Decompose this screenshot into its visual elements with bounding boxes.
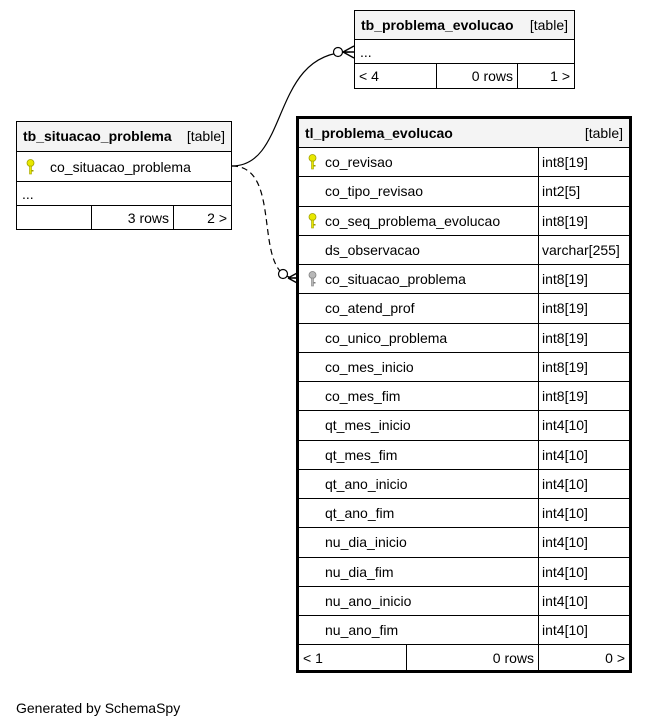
column-type: int8[19]: [542, 358, 588, 375]
column-row: nu_dia_fim int4[10]: [299, 557, 629, 587]
table-footer: 3 rows 2 >: [17, 206, 231, 229]
footer-children: 1 >: [550, 68, 570, 84]
column-row: co_situacao_problema int8[19]: [299, 265, 629, 295]
column-name: co_atend_prof: [325, 300, 415, 317]
column-name: qt_ano_inicio: [325, 475, 408, 492]
column-type: int4[10]: [542, 475, 588, 492]
footer-rows: 3 rows: [127, 209, 169, 226]
column-type: int4[10]: [542, 563, 588, 580]
column-row: nu_ano_fim int4[10]: [299, 616, 629, 646]
column-row: ds_observacao varchar[255]: [299, 235, 629, 265]
table-name: tb_situacao_problema: [23, 128, 172, 144]
column-type: int4[10]: [542, 505, 588, 522]
column-type: int8[19]: [542, 212, 588, 229]
column-row: co_atend_prof int8[19]: [299, 294, 629, 324]
table-tb-situacao-problema[interactable]: tb_situacao_problema [table] co_situacao…: [16, 121, 232, 230]
footer-rows: 0 rows: [471, 68, 513, 84]
column-row: co_mes_fim int8[19]: [299, 382, 629, 412]
table-kind: [table]: [529, 17, 568, 33]
link-crow-foot: [342, 45, 355, 59]
table-tb-problema-evolucao[interactable]: tb_problema_evolucao [table] ... < 4 0 r…: [354, 10, 575, 89]
footer-children: 2 >: [207, 209, 227, 226]
column-name: nu_ano_fim: [325, 622, 399, 639]
columns-placeholder-row: ...: [355, 40, 574, 64]
column-row: co_seq_problema_evolucao int8[19]: [299, 206, 629, 236]
column-row: co_situacao_problema: [17, 152, 231, 182]
primary-key-icon: [308, 154, 317, 170]
primary-key-icon: [26, 158, 35, 174]
generated-by-text: Generated by SchemaSpy: [16, 700, 181, 716]
primary-key-icon: [308, 212, 317, 228]
footer-parents: < 4: [359, 68, 379, 84]
link-situacao-to-problema-evolucao: [231, 51, 351, 167]
columns-placeholder: ...: [22, 185, 34, 202]
column-type: int4[10]: [542, 417, 588, 434]
column-name: qt_ano_fim: [325, 505, 395, 522]
column-row: qt_ano_fim int4[10]: [299, 499, 629, 529]
column-row: nu_dia_inicio int4[10]: [299, 528, 629, 558]
column-name: nu_dia_inicio: [325, 534, 407, 551]
table-footer: < 1 0 rows 0 >: [299, 645, 629, 670]
column-type: int4[10]: [542, 534, 588, 551]
column-name: co_seq_problema_evolucao: [325, 212, 501, 229]
table-header: tl_problema_evolucao [table]: [299, 119, 629, 148]
column-name: co_situacao_problema: [325, 271, 466, 288]
column-row: qt_mes_inicio int4[10]: [299, 411, 629, 441]
column-name: co_mes_inicio: [325, 358, 414, 375]
column-name: nu_ano_inicio: [325, 592, 412, 609]
column-type: int8[19]: [542, 300, 588, 317]
link-optional-circle: [277, 268, 289, 280]
column-row: qt_mes_fim int4[10]: [299, 440, 629, 470]
column-type: varchar[255]: [542, 241, 620, 258]
table-name: tb_problema_evolucao: [361, 17, 514, 33]
table-kind: [table]: [186, 128, 225, 144]
column-type: int8[19]: [542, 388, 588, 405]
table-kind: [table]: [584, 125, 623, 141]
column-name: qt_mes_inicio: [325, 417, 411, 434]
column-name: co_situacao_problema: [50, 158, 191, 175]
footer-parents: < 1: [303, 649, 323, 666]
column-name: ds_observacao: [325, 241, 420, 258]
column-type: int4[10]: [542, 622, 588, 639]
columns-placeholder-row: ...: [17, 182, 231, 206]
columns-placeholder: ...: [360, 43, 372, 60]
column-name: qt_mes_fim: [325, 446, 398, 463]
column-name: co_mes_fim: [325, 388, 401, 405]
table-footer: < 4 0 rows 1 >: [355, 64, 574, 88]
column-type: int8[19]: [542, 271, 588, 288]
column-type: int4[10]: [542, 592, 588, 609]
column-name: co_unico_problema: [325, 329, 448, 346]
column-name: nu_dia_fim: [325, 563, 394, 580]
column-row: co_revisao int8[19]: [299, 148, 629, 178]
table-header: tb_situacao_problema [table]: [17, 122, 231, 152]
column-row: qt_ano_inicio int4[10]: [299, 469, 629, 499]
link-situacao-to-tl-problema: [231, 165, 297, 279]
column-row: co_tipo_revisao int2[5]: [299, 177, 629, 207]
column-type: int8[19]: [542, 329, 588, 346]
footer-rows: 0 rows: [492, 649, 534, 666]
column-name: co_revisao: [325, 154, 393, 171]
column-row: nu_ano_inicio int4[10]: [299, 586, 629, 616]
column-row: co_unico_problema int8[19]: [299, 323, 629, 353]
footer-children: 0 >: [605, 649, 625, 666]
column-type: int8[19]: [542, 154, 588, 171]
table-header: tb_problema_evolucao [table]: [355, 11, 574, 40]
column-type: int4[10]: [542, 446, 588, 463]
column-row: co_mes_inicio int8[19]: [299, 352, 629, 382]
table-name: tl_problema_evolucao: [305, 125, 453, 141]
link-optional-circle: [332, 46, 344, 58]
foreign-key-icon: [308, 271, 317, 287]
column-name: co_tipo_revisao: [325, 183, 424, 200]
column-type: int2[5]: [542, 183, 581, 200]
